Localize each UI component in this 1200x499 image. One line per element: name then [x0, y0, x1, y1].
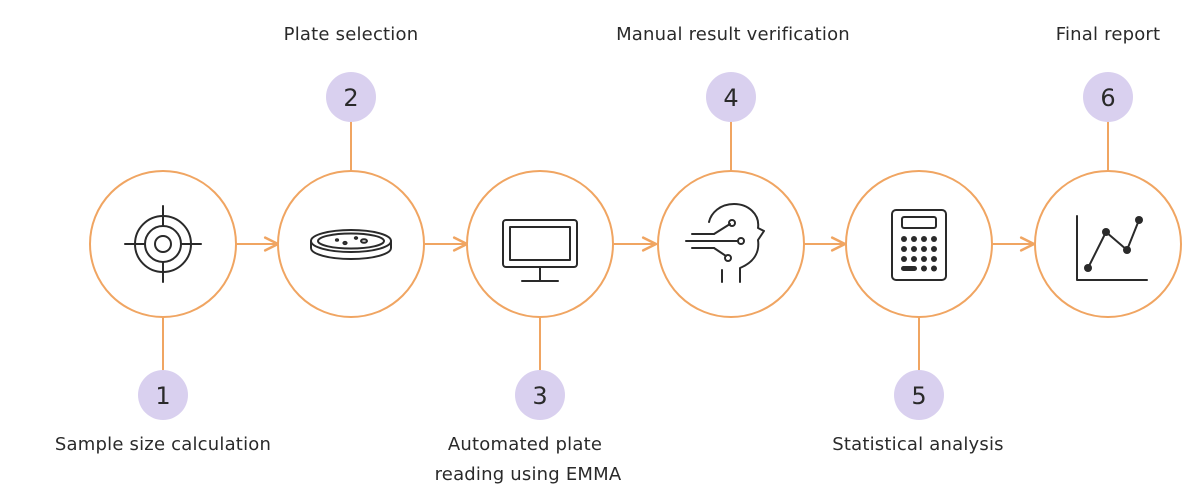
head-circuit-icon — [685, 203, 765, 283]
step-4-label: Manual result verification — [616, 24, 850, 45]
step-6-label: Final report — [1056, 24, 1161, 45]
step-2-label: Plate selection — [284, 24, 419, 45]
step-6-number: 6 — [1100, 84, 1115, 112]
step-1-circle — [89, 170, 237, 318]
step-5-label-line: Statistical analysis — [832, 434, 1004, 455]
step-6-label-line: Final report — [1056, 24, 1161, 45]
step-2-badge — [326, 72, 376, 122]
step-3-label-line-1: Automated plate — [448, 434, 602, 455]
step-3-label: Automated plate reading using EMMA — [435, 434, 622, 485]
step-4: 4 Manual result verification — [616, 24, 850, 318]
calculator-icon — [891, 209, 947, 281]
step-6-badge — [1083, 72, 1133, 122]
step-6-circle — [1034, 170, 1182, 318]
step-1: 1 Sample size calculation — [55, 170, 271, 455]
step-3-circle — [466, 170, 614, 318]
petri-dish-icon — [310, 229, 392, 260]
step-2: 2 Plate selection — [277, 24, 425, 318]
step-5: 5 Statistical analysis — [832, 170, 1004, 455]
step-5-circle — [845, 170, 993, 318]
step-2-circle — [277, 170, 425, 318]
line-chart-icon — [1076, 215, 1148, 281]
step-6: 6 Final report — [1034, 24, 1182, 318]
step-5-badge — [894, 370, 944, 420]
monitor-icon — [502, 219, 578, 282]
step-3-label-line-2: reading using EMMA — [435, 464, 622, 485]
step-3-number: 3 — [532, 382, 547, 410]
target-icon — [124, 205, 202, 283]
step-1-label: Sample size calculation — [55, 434, 271, 455]
step-3-badge — [515, 370, 565, 420]
step-4-circle — [657, 170, 805, 318]
step-5-number: 5 — [911, 382, 926, 410]
step-5-label: Statistical analysis — [832, 434, 1004, 455]
step-1-badge — [138, 370, 188, 420]
step-4-badge — [706, 72, 756, 122]
step-2-label-line: Plate selection — [284, 24, 419, 45]
step-4-number: 4 — [723, 84, 738, 112]
step-3: 3 Automated plate reading using EMMA — [435, 170, 622, 485]
step-4-label-line: Manual result verification — [616, 24, 850, 45]
step-1-number: 1 — [155, 382, 170, 410]
step-2-number: 2 — [343, 84, 358, 112]
step-1-label-line: Sample size calculation — [55, 434, 271, 455]
